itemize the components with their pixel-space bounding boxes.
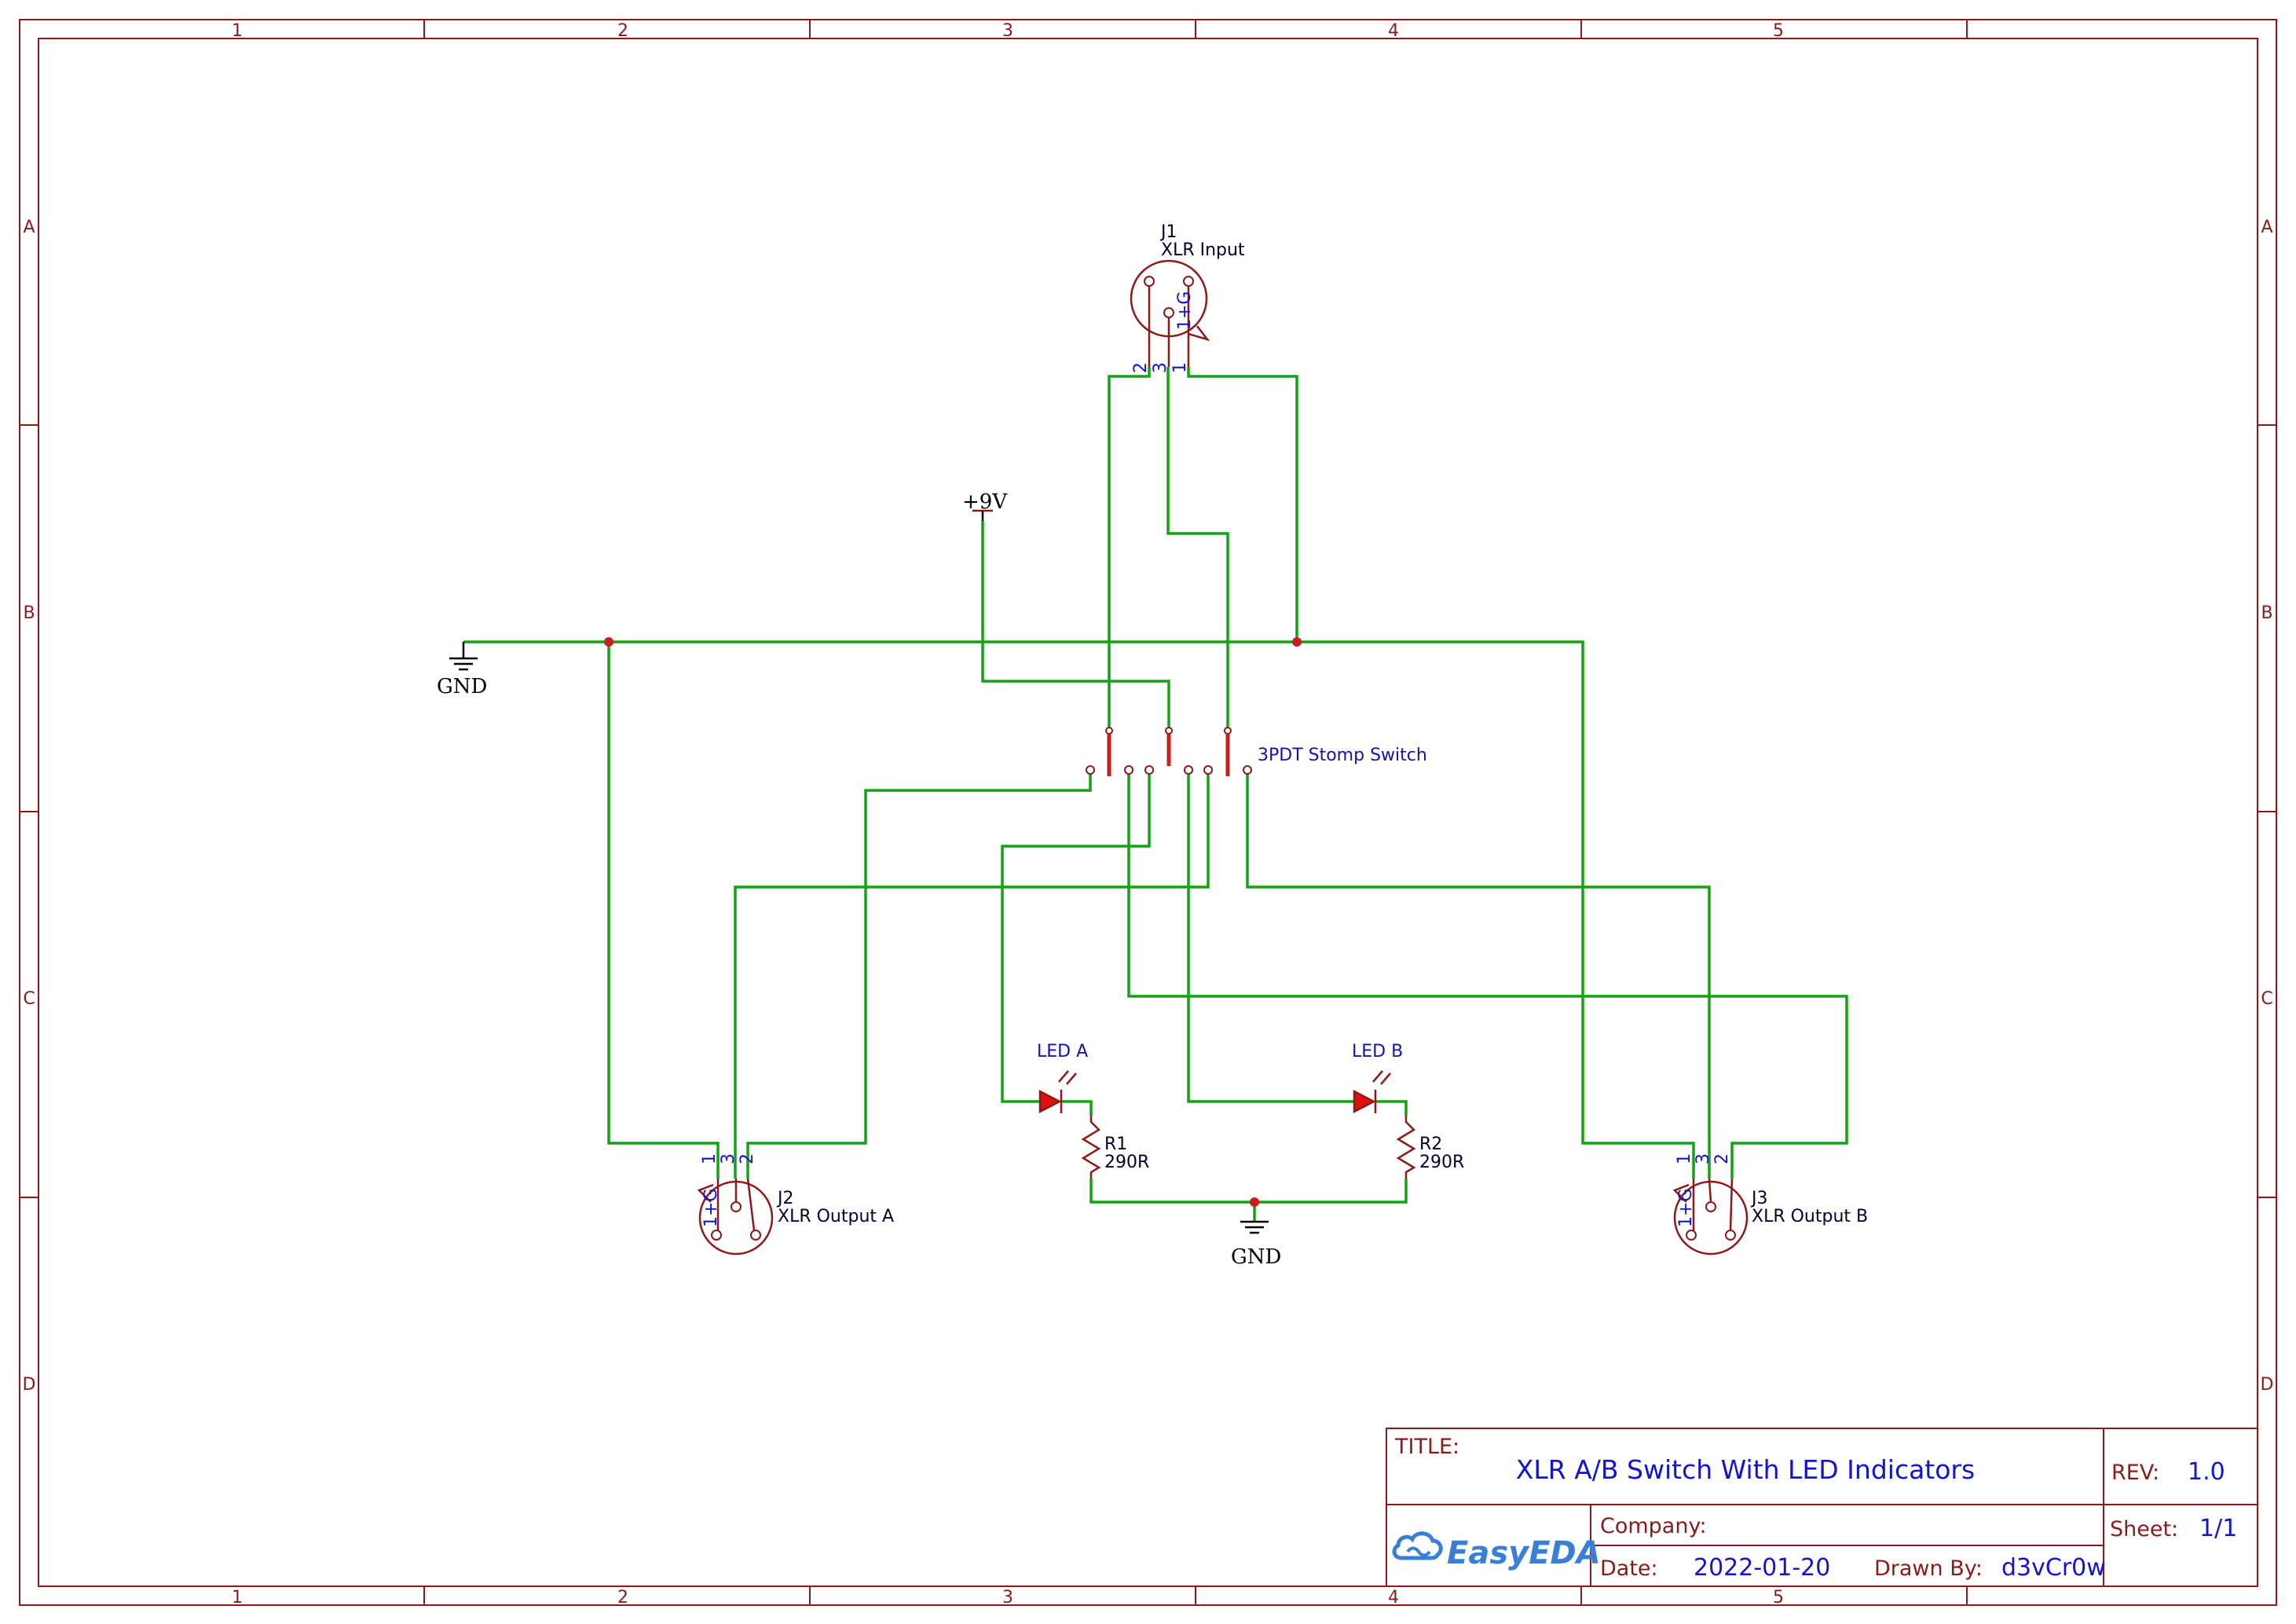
resistor-r1[interactable]: R1 290R xyxy=(1081,1116,1149,1179)
r1-ref: R1 xyxy=(1104,1135,1127,1154)
j2-pin-label: 3 xyxy=(719,1153,738,1164)
row-label: C xyxy=(23,989,35,1009)
gnd-symbol-bottom[interactable]: GND xyxy=(1231,1220,1281,1269)
wire-sw-j3-pin3 xyxy=(1246,774,1711,1179)
j1-xlr-input[interactable]: J1 XLR Input 2 3 1 1+G xyxy=(1130,222,1245,373)
j3-pin-label: 1 xyxy=(1675,1153,1694,1164)
j3-pin-label: 2 xyxy=(1712,1153,1732,1164)
j2-pin-g-label: 1+G xyxy=(701,1189,721,1227)
date-value: 2022-01-20 xyxy=(1694,1554,1830,1582)
resistor-icon xyxy=(1396,1116,1416,1179)
j1-pin-label: 1 xyxy=(1170,362,1190,373)
wire-gnd-bus xyxy=(463,640,1695,1179)
row-label: D xyxy=(2261,1375,2274,1395)
company-label: Company: xyxy=(1600,1514,1707,1538)
wire-gnd-j2 xyxy=(607,642,720,1179)
j1-pin-label: 2 xyxy=(1131,362,1151,373)
led-b-name: LED B xyxy=(1352,1042,1403,1061)
sheet-label: Sheet: xyxy=(2110,1517,2178,1542)
r2-ref: R2 xyxy=(1419,1135,1442,1154)
j2-pin-label: 2 xyxy=(738,1153,757,1164)
drawn-by-value: d3vCr0w xyxy=(2001,1554,2106,1582)
power-9v[interactable]: +9V xyxy=(962,490,1008,521)
wire-sw-j2-pin3 xyxy=(734,774,1210,1179)
xlr-connector-icon xyxy=(1673,1180,1749,1256)
row-label: D xyxy=(23,1375,36,1395)
j1-pin-label: 3 xyxy=(1151,362,1170,373)
row-label: B xyxy=(2261,603,2272,623)
junction-dot xyxy=(604,637,613,647)
logo-text: EasyEDA xyxy=(1447,1535,1601,1571)
column-label: 5 xyxy=(1773,1588,1784,1608)
wire-sw-j3-pin2 xyxy=(1127,774,1848,1179)
gnd-symbol-top[interactable]: GND xyxy=(437,642,487,698)
r2-value: 290R xyxy=(1419,1153,1464,1172)
j1-ref: J1 xyxy=(1159,222,1177,242)
title-label: TITLE: xyxy=(1394,1435,1459,1459)
j2-xlr-output-a[interactable]: 1 3 2 1+G J2 XLR Output A xyxy=(697,1153,894,1256)
j3-ref: J3 xyxy=(1750,1189,1768,1208)
wire-j1-pin3 xyxy=(1166,367,1229,731)
j2-pin-label: 1 xyxy=(700,1153,720,1164)
led-icon xyxy=(1353,1089,1376,1114)
junction-dot xyxy=(1292,637,1302,647)
j3-pin-g-label: 1+G xyxy=(1676,1189,1696,1227)
column-label: 2 xyxy=(617,1588,628,1608)
wire-r1-gnd xyxy=(1089,1179,1408,1204)
switch-name: 3PDT Stomp Switch xyxy=(1258,746,1427,765)
drawn-by-label: Drawn By: xyxy=(1874,1556,1983,1581)
date-label: Date: xyxy=(1600,1556,1658,1581)
column-label: 5 xyxy=(1773,21,1784,41)
power-label: +9V xyxy=(962,490,1008,514)
wire-sw-led-b xyxy=(1187,774,1354,1103)
column-label: 4 xyxy=(1388,21,1399,41)
row-label: A xyxy=(23,218,35,237)
gnd-label: GND xyxy=(1231,1245,1281,1269)
j3-name: XLR Output B xyxy=(1752,1207,1868,1226)
r1-value: 290R xyxy=(1104,1153,1149,1172)
stomp-switch-3pdt[interactable]: 3PDT Stomp Switch xyxy=(1086,727,1427,776)
title-value: XLR A/B Switch With LED Indicators xyxy=(1516,1454,1975,1485)
led-a[interactable]: LED A xyxy=(1037,1042,1088,1114)
cloud-icon xyxy=(1392,1531,1443,1560)
wire-sw-j2-pin2 xyxy=(746,774,1092,1179)
led-icon xyxy=(1038,1089,1062,1114)
wire-led-b-r2 xyxy=(1376,1100,1408,1116)
column-label: 2 xyxy=(617,21,628,41)
column-label: 3 xyxy=(1002,1588,1013,1608)
sheet-frame: 1 2 3 4 5 1 2 3 4 5 A B C D A B C D xyxy=(19,19,2277,1608)
j1-pin-g-label: 1+G xyxy=(1175,291,1195,330)
j1-name: XLR Input xyxy=(1161,240,1245,260)
wire-led-a-r1 xyxy=(1062,1100,1093,1116)
rev-label: REV: xyxy=(2111,1461,2159,1485)
resistor-icon xyxy=(1081,1116,1101,1179)
row-label: C xyxy=(2261,989,2272,1009)
column-label: 1 xyxy=(232,21,243,41)
column-label: 4 xyxy=(1388,1588,1399,1608)
gnd-label: GND xyxy=(437,675,487,698)
rev-value: 1.0 xyxy=(2188,1458,2225,1486)
wires xyxy=(463,367,1848,1222)
resistor-r2[interactable]: R2 290R xyxy=(1396,1116,1464,1179)
easyeda-logo: EasyEDA xyxy=(1392,1531,1601,1571)
wire-sw-led-a xyxy=(1001,774,1151,1103)
column-label: 1 xyxy=(232,1588,243,1608)
row-label: B xyxy=(23,603,35,623)
j3-pin-label: 3 xyxy=(1694,1153,1713,1164)
j3-xlr-output-b[interactable]: 1 3 2 1+G J3 XLR Output B xyxy=(1672,1153,1868,1256)
row-label: A xyxy=(2261,218,2272,237)
wire-j1-pin2 xyxy=(1108,367,1151,731)
column-label: 3 xyxy=(1002,21,1013,41)
led-a-name: LED A xyxy=(1037,1042,1088,1061)
j2-ref: J2 xyxy=(776,1189,794,1208)
title-block: TITLE: XLR A/B Switch With LED Indicator… xyxy=(1386,1428,2258,1587)
j2-name: XLR Output A xyxy=(778,1207,894,1226)
sheet-value: 1/1 xyxy=(2199,1515,2237,1542)
led-b[interactable]: LED B xyxy=(1352,1042,1403,1114)
junction-dot xyxy=(1250,1197,1259,1207)
wire-j1-pin1 xyxy=(1187,367,1298,642)
wire-9v xyxy=(981,521,1170,731)
